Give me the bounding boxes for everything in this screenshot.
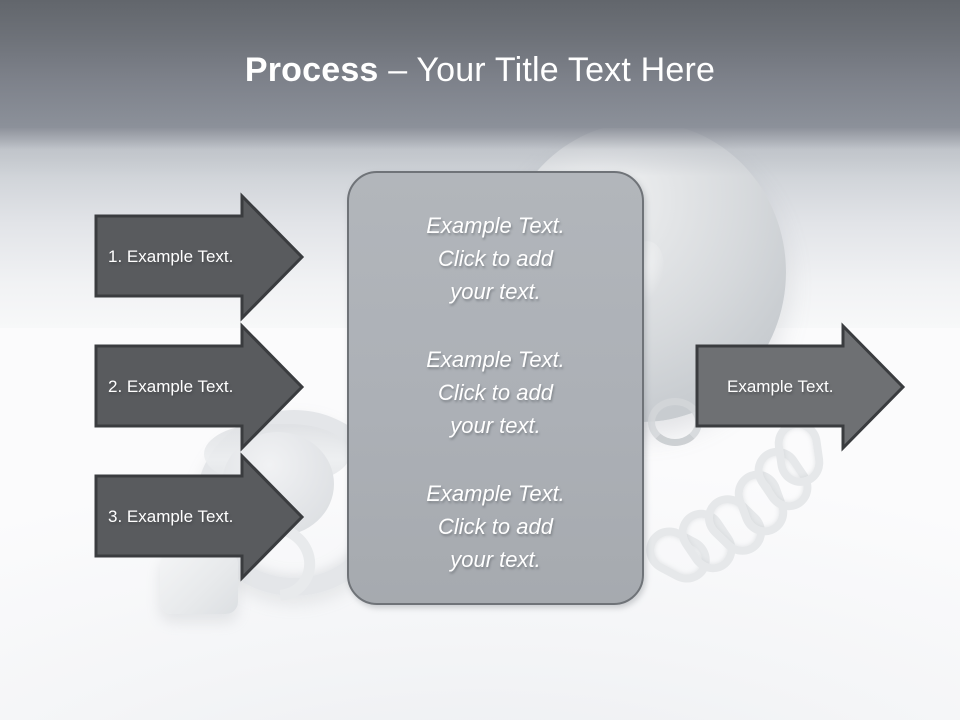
panel-block-1-line-2: Click to add — [438, 246, 553, 271]
process-panel[interactable]: Example Text. Click to add your text. Ex… — [347, 171, 644, 605]
panel-block-2-line-3: your text. — [450, 413, 541, 438]
panel-block-2-line-1: Example Text. — [426, 347, 565, 372]
input-arrow-1[interactable]: 1. Example Text. — [94, 192, 305, 322]
panel-text-block-2[interactable]: Example Text. Click to add your text. — [349, 343, 642, 442]
padlock-icon — [160, 552, 238, 614]
page-title-light: – Your Title Text Here — [378, 51, 716, 89]
panel-block-2-line-2: Click to add — [438, 380, 553, 405]
output-arrow[interactable]: Example Text. — [695, 322, 906, 452]
panel-text-block-3[interactable]: Example Text. Click to add your text. — [349, 477, 642, 576]
metal-ball-ring-icon — [648, 398, 702, 446]
arrow-right-shape-icon — [94, 322, 305, 452]
arrow-right-shape-icon — [94, 192, 305, 322]
arrow-right-shape-icon — [94, 452, 305, 582]
title-banner — [0, 0, 960, 128]
panel-block-3-line-2: Click to add — [438, 514, 553, 539]
input-arrow-2[interactable]: 2. Example Text. — [94, 322, 305, 452]
panel-block-3-line-1: Example Text. — [426, 481, 565, 506]
panel-block-3-line-3: your text. — [450, 547, 541, 572]
input-arrow-3[interactable]: 3. Example Text. — [94, 452, 305, 582]
panel-text-block-1[interactable]: Example Text. Click to add your text. — [349, 209, 642, 308]
panel-block-1-line-3: your text. — [450, 279, 541, 304]
page-title: Process – Your Title Text Here — [0, 48, 960, 92]
panel-block-1-line-1: Example Text. — [426, 213, 565, 238]
title-banner-fade — [0, 128, 960, 176]
arrow-right-shape-icon — [695, 322, 906, 452]
page-title-bold: Process — [244, 51, 379, 89]
